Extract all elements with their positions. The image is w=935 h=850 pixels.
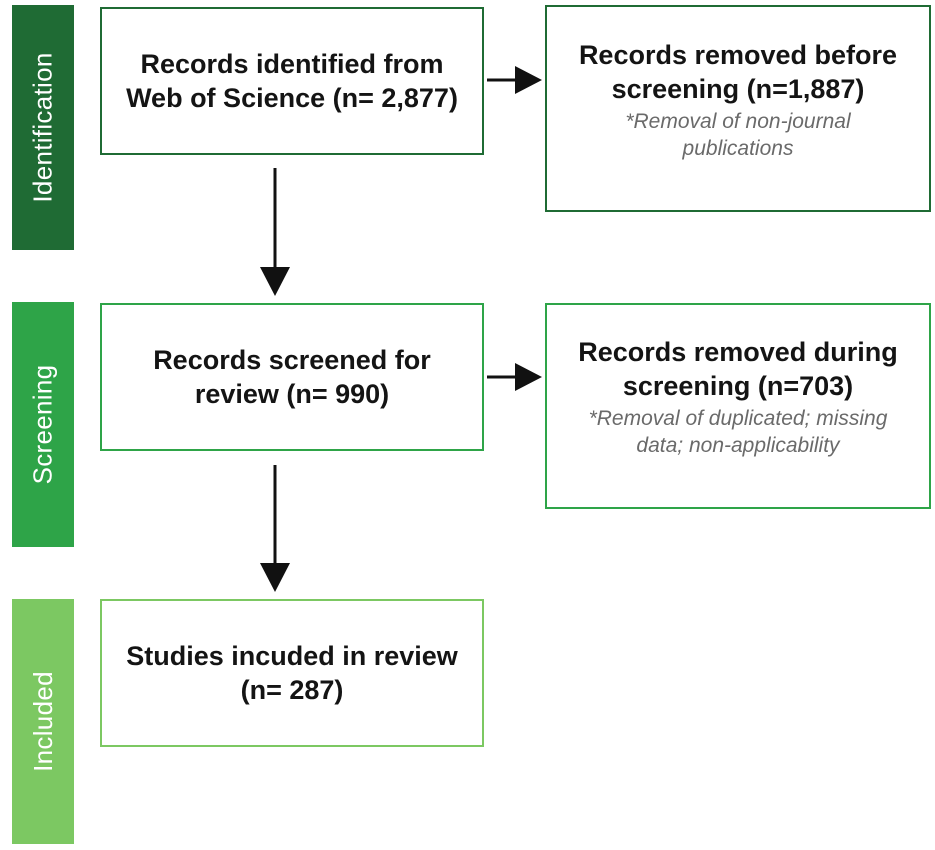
studies-included-box: Studies incuded in review (n= 287) [100, 599, 484, 747]
arrow-screened-to-included [260, 465, 290, 592]
records-removed-during-text: Records removed during screening (n=703) [578, 337, 898, 401]
arrow-identified-to-removed-before [487, 66, 542, 94]
records-removed-before-text: Records removed before screening (n=1,88… [578, 39, 898, 104]
records-screened-box: Records screened for review (n= 990) [100, 303, 484, 451]
records-removed-during-box: Records removed during screening (n=703)… [545, 303, 931, 509]
records-removed-before-box: Records removed before screening (n=1,88… [545, 5, 931, 212]
records-removed-during-note: *Removal of duplicated; missing data; no… [588, 407, 888, 457]
records-identified-text: Records identified from Web of Science (… [126, 49, 458, 113]
records-removed-before-note: *Removal of non-journal publications [625, 109, 851, 160]
stage-bar-screening: Screening [12, 302, 74, 547]
records-screened-text: Records screened for review (n= 990) [153, 345, 431, 409]
stage-bar-identification: Identification [12, 5, 74, 250]
stage-bar-included: Included [12, 599, 74, 844]
arrow-identified-to-screened [260, 168, 290, 296]
arrow-screened-to-removed-during [487, 363, 542, 391]
records-identified-box: Records identified from Web of Science (… [100, 7, 484, 155]
studies-included-text: Studies incuded in review (n= 287) [126, 641, 458, 705]
